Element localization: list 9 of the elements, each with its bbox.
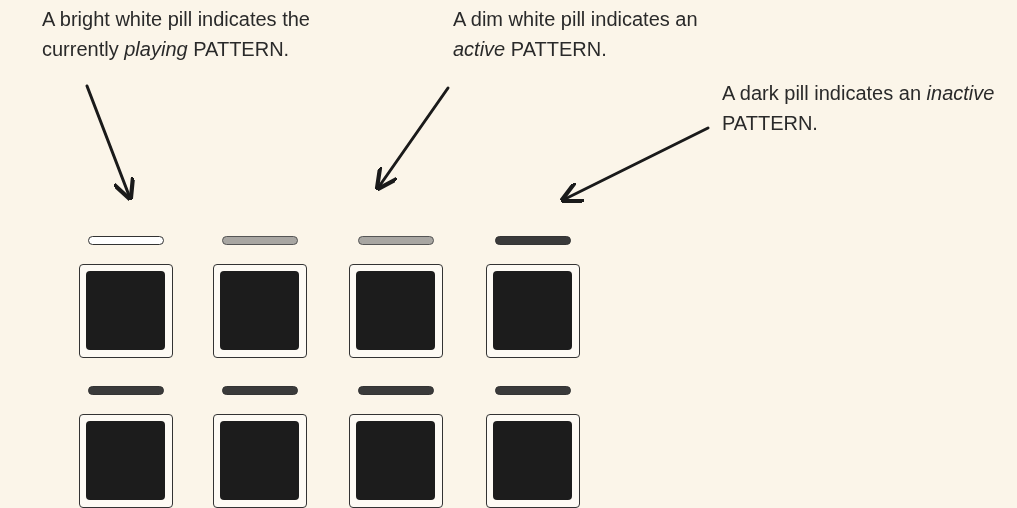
callout-text: A bright white pill indicates the currently playing PATTERN. — [42, 4, 372, 64]
leader-arrow — [374, 86, 450, 192]
leader-arrow — [85, 84, 136, 203]
dark-pill-indicator — [495, 236, 571, 245]
dim-pill-indicator — [358, 236, 434, 245]
callout-text: A dark pill indicates an inactive PATTERN. — [722, 78, 1012, 138]
bright-pill-indicator — [88, 236, 164, 245]
leader-arrow — [559, 126, 710, 204]
callout-text: A dim white pill indicates an active PATTERN. — [453, 4, 698, 64]
